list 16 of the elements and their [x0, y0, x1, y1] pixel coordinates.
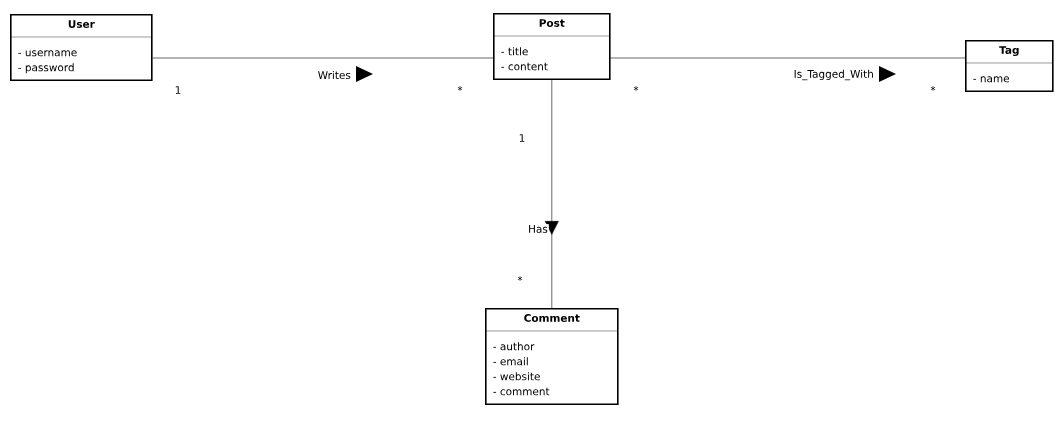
association-line [152, 57, 494, 59]
association-line [544, 79, 559, 309]
class-box: Tag - name [965, 40, 1054, 92]
multiplicity-label: * [457, 86, 463, 91]
class-box: Post - title - content [493, 13, 611, 80]
multiplicity-label: * [517, 276, 523, 281]
class-box: Comment - author - email - website - comment [485, 308, 619, 405]
edge-label: Has [527, 224, 549, 234]
multiplicity-label: 1 [519, 134, 525, 142]
multiplicity-label: * [633, 86, 639, 91]
edge-label: Writes [316, 69, 352, 81]
class-box: User - username - password [10, 14, 153, 81]
edge-label: Is_Tagged_With [792, 68, 875, 82]
multiplicity-label: 1 [175, 86, 181, 94]
association-line [610, 57, 966, 59]
multiplicity-label: * [930, 86, 936, 91]
